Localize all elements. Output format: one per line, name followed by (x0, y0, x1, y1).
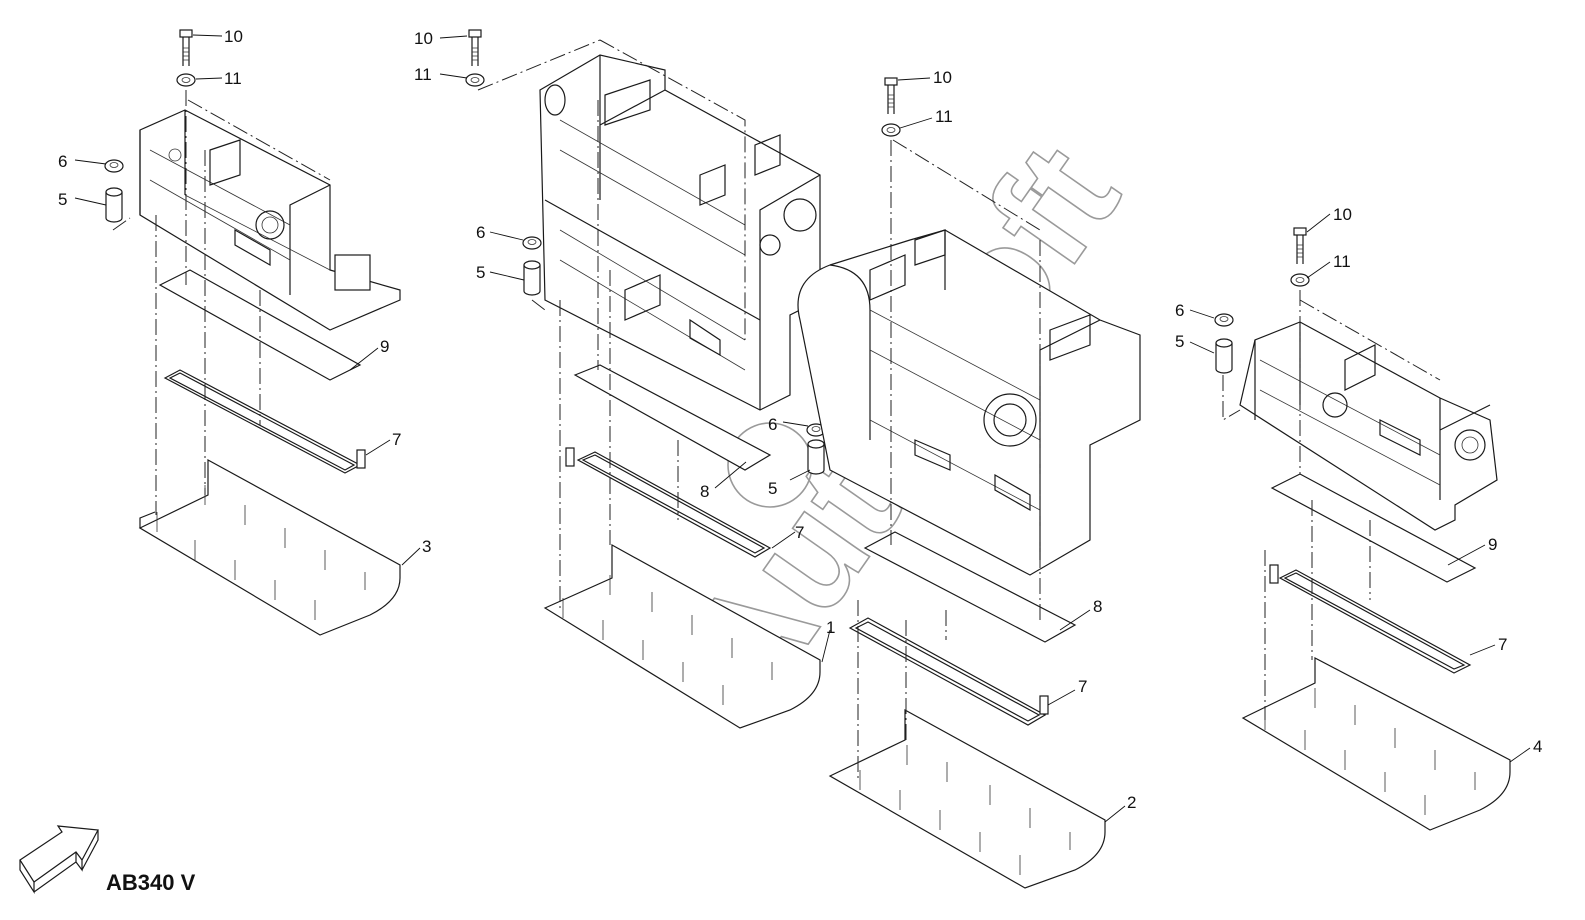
nut-a (104, 159, 124, 173)
callout-11: 11 (935, 107, 953, 126)
callout-5: 5 (1175, 332, 1184, 351)
gearbox-housing-b (539, 54, 821, 411)
bolt-d (1293, 227, 1307, 264)
spacer-b (523, 260, 541, 296)
callout-labels: 10 11 6 5 9 7 3 10 11 6 5 8 7 1 10 11 6 … (58, 27, 1542, 812)
callout-5: 5 (768, 479, 777, 498)
base-plate-a (138, 458, 401, 636)
spacer-a (105, 187, 123, 223)
model-label: AB340 V (106, 870, 196, 895)
callout-7: 7 (1498, 635, 1507, 654)
callout-11: 11 (1333, 252, 1351, 271)
assembly-a (74, 29, 421, 636)
nut-b (522, 236, 542, 250)
callout-4: 4 (1533, 737, 1542, 756)
bolt-b (468, 29, 482, 66)
callout-2: 2 (1127, 793, 1136, 812)
callout-11: 11 (224, 69, 242, 88)
callout-8: 8 (1093, 597, 1102, 616)
gearbox-housing-d (1239, 321, 1498, 531)
assembly-c (782, 77, 1141, 889)
callout-10: 10 (933, 68, 952, 87)
callout-7: 7 (392, 430, 401, 449)
callout-11: 11 (414, 65, 432, 84)
callout-3: 3 (422, 537, 431, 556)
gasket-a (163, 369, 366, 474)
washer-c (881, 123, 901, 137)
callout-10: 10 (414, 29, 433, 48)
gasket-c (848, 617, 1049, 726)
assembly-d (1189, 213, 1531, 831)
bolt-a (179, 29, 193, 66)
callout-8: 8 (700, 482, 709, 501)
cover-plate-b (573, 364, 772, 471)
washer-a (176, 73, 196, 87)
callout-10: 10 (1333, 205, 1352, 224)
cover-plate-c (863, 531, 1077, 643)
spacer-c (807, 439, 825, 475)
washer-d (1290, 273, 1310, 287)
callout-6: 6 (58, 152, 67, 171)
callout-7: 7 (795, 523, 804, 542)
washer-b (465, 73, 485, 87)
nut-d (1214, 313, 1234, 327)
spacer-d (1215, 338, 1233, 374)
base-plate-c (828, 708, 1106, 889)
callout-5: 5 (58, 190, 67, 209)
gasket-b (565, 447, 772, 558)
callout-1: 1 (826, 618, 835, 637)
gasket-d (1269, 564, 1472, 674)
callout-6: 6 (1175, 301, 1184, 320)
callout-5: 5 (476, 263, 485, 282)
assembly-b (439, 29, 831, 729)
bolt-c (884, 77, 898, 114)
direction-arrow-icon (19, 825, 99, 895)
callout-9: 9 (1488, 535, 1497, 554)
callout-6: 6 (476, 223, 485, 242)
gearbox-housing-a (139, 109, 401, 331)
callout-10: 10 (224, 27, 243, 46)
callout-7: 7 (1078, 677, 1087, 696)
callout-6: 6 (768, 415, 777, 434)
callout-9: 9 (380, 337, 389, 356)
base-plate-d (1241, 657, 1511, 831)
base-plate-b (543, 543, 821, 729)
cover-plate-d (1270, 473, 1477, 583)
